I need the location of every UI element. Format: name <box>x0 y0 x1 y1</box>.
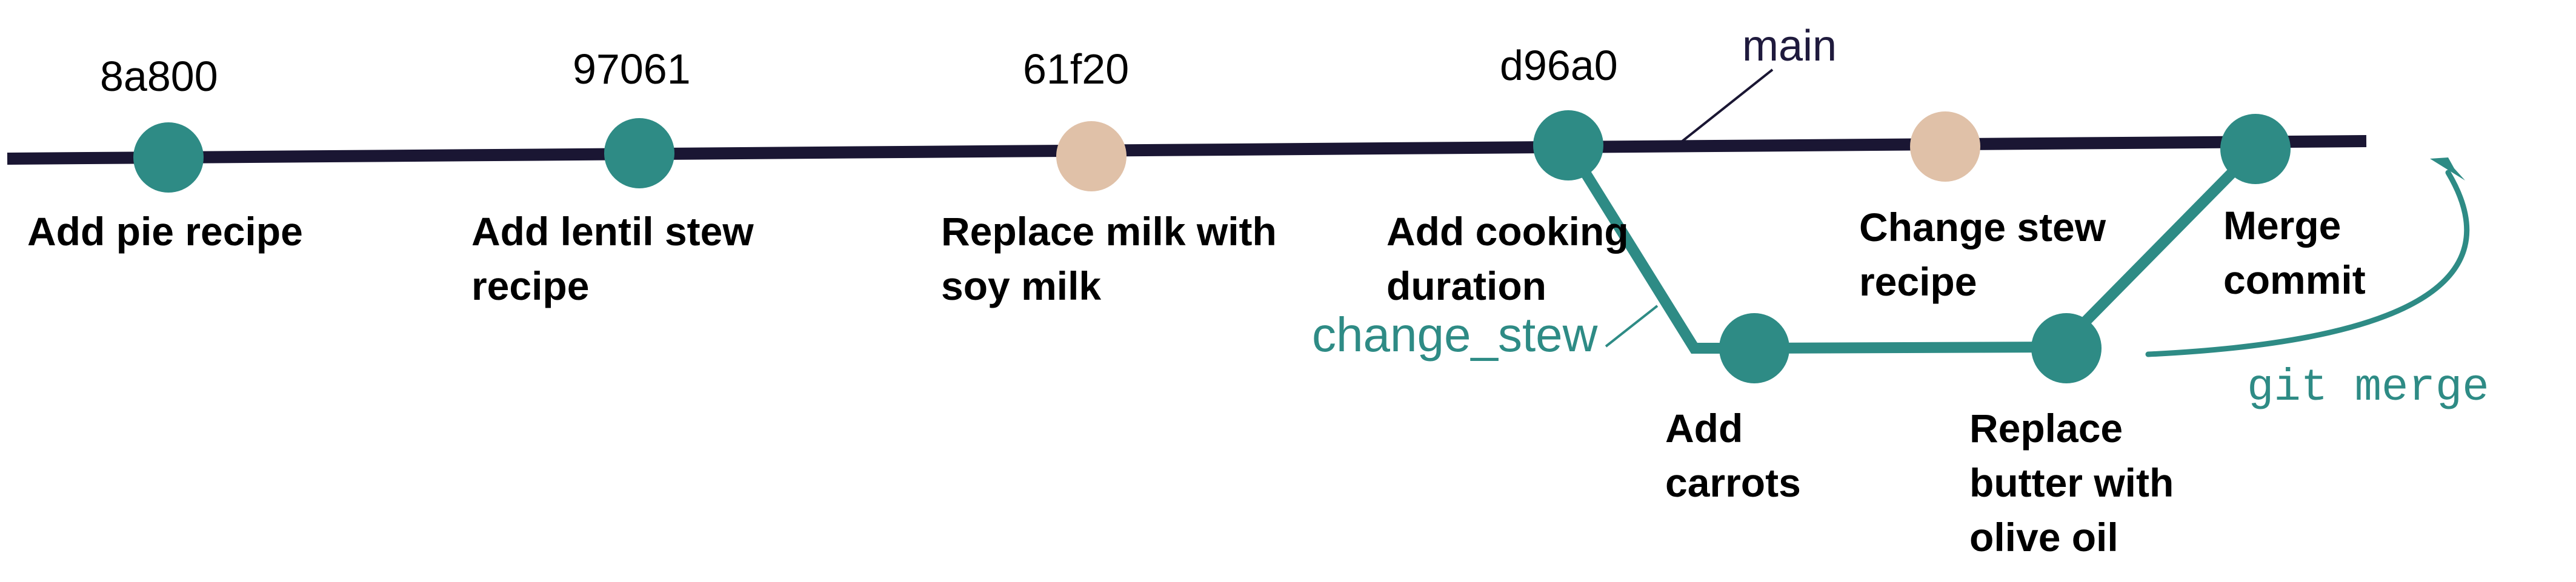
commit-message-replace-butter: Replace butter with olive oil <box>1969 406 2185 560</box>
commit-node-8a800[interactable] <box>133 122 204 193</box>
commit-node-replace-butter[interactable] <box>2031 313 2102 383</box>
main-branch-label: main <box>1742 22 1837 70</box>
change-stew-label-leader <box>1605 305 1659 348</box>
commit-hash-97061: 97061 <box>573 45 691 93</box>
commit-hash-61f20: 61f20 <box>1023 45 1129 93</box>
change-stew-branch-label: change_stew <box>1312 308 1598 362</box>
merge-arrow-curve <box>2145 170 2470 357</box>
merge-arrow-head-icon <box>2430 157 2465 180</box>
git-merge-command: git merge <box>2247 363 2489 414</box>
commit-message-d96a0: Add cooking duration <box>1386 209 1640 308</box>
commit-hash-8a800: 8a800 <box>100 53 218 100</box>
main-branch-line <box>7 135 2367 165</box>
commit-message-8a800: Add pie recipe <box>27 209 303 254</box>
commit-message-61f20: Replace milk with soy milk <box>941 209 1288 308</box>
commit-message-merge-commit: Merge commit <box>2223 203 2366 302</box>
main-label-leader <box>1680 68 1774 143</box>
commit-hash-d96a0: d96a0 <box>1500 42 1618 89</box>
commit-node-97061[interactable] <box>604 118 674 188</box>
commit-node-change-stew-recipe[interactable] <box>1910 111 1980 182</box>
commit-message-change-stew-recipe: Change stew recipe <box>1859 205 2117 304</box>
commit-message-add-carrots: Add carrots <box>1665 406 1801 505</box>
commit-message-97061: Add lentil stew recipe <box>471 209 765 308</box>
commit-node-61f20[interactable] <box>1056 121 1127 191</box>
commit-node-add-carrots[interactable] <box>1719 313 1789 383</box>
commit-node-d96a0[interactable] <box>1533 110 1603 180</box>
commit-node-merge-commit[interactable] <box>2220 114 2291 184</box>
